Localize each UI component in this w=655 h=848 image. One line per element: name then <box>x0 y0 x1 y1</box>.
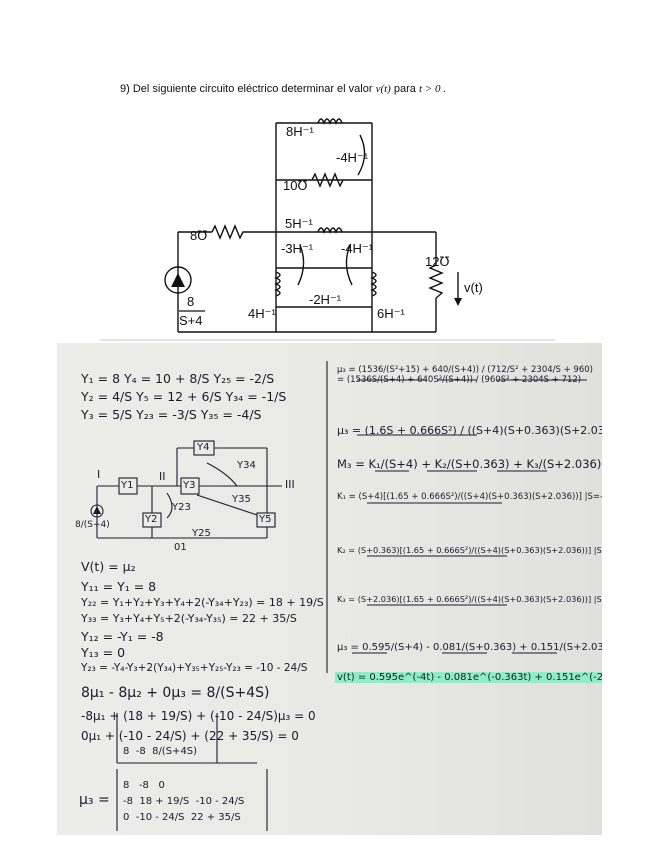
problem-condition: t > 0 . <box>419 83 446 95</box>
net-y5: Y5 <box>259 514 272 525</box>
right-line-3: M₃ = K₁/(S+4) + K₂/(S+0.363) + K₃/(S+2.0… <box>337 457 602 471</box>
problem-text: Del siguiente circuito eléctrico determi… <box>132 83 373 95</box>
left-line-1: V(t) = μ₂ <box>81 559 136 574</box>
net-ground: 01 <box>174 542 187 553</box>
net-y1: Y1 <box>121 480 134 491</box>
label-l-bot-left: 4H⁻¹ <box>248 306 276 321</box>
net-y35: Y35 <box>232 494 251 505</box>
label-l-center: 5H⁻¹ <box>285 216 313 231</box>
label-l-c-left: -3H⁻¹ <box>281 241 314 256</box>
net-y34: Y34 <box>237 460 256 471</box>
right-line-1: μ₃ = (1536/(S²+15) + 640/(S+4)) / (712/S… <box>337 365 593 386</box>
net-node-3: III <box>285 478 295 491</box>
left-line-2: Y₁₁ = Y₁ = 8 <box>81 579 157 594</box>
label-l-c-right: -4H⁻¹ <box>341 241 374 256</box>
net-source: 8/(S+4) <box>75 520 110 530</box>
label-g-left: 8℧ <box>190 228 207 243</box>
final-answer: v(t) = 0.595e^(-4t) - 0.081e^(-0.363t) +… <box>335 672 602 683</box>
net-node-1: I <box>97 468 101 481</box>
label-l-bot-mid: -2H⁻¹ <box>309 292 342 307</box>
right-line-4: K₁ = (S+4)[(1.65 + 0.666S²)/((S+4)(S+0.3… <box>337 492 602 502</box>
label-src-den: S+4 <box>179 313 203 328</box>
det-den-row-2: -8 18 + 19/S -10 - 24/S <box>123 796 245 807</box>
net-y23: Y23 <box>172 502 191 513</box>
problem-number: 9) <box>120 83 130 95</box>
photo-shading <box>57 343 602 835</box>
label-g-right: 12℧ <box>425 254 449 269</box>
problem-statement: 9) Del siguiente circuito eléctrico dete… <box>120 83 446 95</box>
label-l-top: 8H⁻¹ <box>286 124 314 139</box>
admittance-line-2: Y₂ = 4/S Y₅ = 12 + 6/S Y₃₄ = -1/S <box>81 389 287 404</box>
left-line-5: Y₁₂ = -Y₁ = -8 <box>81 629 164 644</box>
right-line-6: K₃ = (S+2.036)[(1.65 + 0.666S²)/((S+4)(S… <box>337 594 602 604</box>
label-l-bot-right: 6H⁻¹ <box>377 306 405 321</box>
left-line-3: Y₂₂ = Y₁+Y₂+Y₃+Y₄+2(-Y₃₄+Y₂₃) = 18 + 19/… <box>81 596 324 609</box>
net-node-2: II <box>159 470 166 483</box>
label-l-mid-right: -4H⁻¹ <box>336 150 369 165</box>
admittance-line-1: Y₁ = 8 Y₄ = 10 + 8/S Y₂₅ = -2/S <box>81 371 275 386</box>
problem-text-middle: para <box>393 83 416 95</box>
solution-sketch <box>90 361 587 831</box>
left-line-9: -8μ₁ + (18 + 19/S) + (-10 - 24/S)μ₃ = 0 <box>81 709 316 723</box>
det-num-row-1: 8 -8 8/(S+4S) <box>123 746 198 757</box>
right-line-2: μ₃ = (1.6S + 0.666S²) / ((S+4)(S+0.363)(… <box>337 424 602 437</box>
determinant-label: μ₃ = <box>79 792 110 808</box>
det-den-row-3: 0 -10 - 24/S 22 + 35/S <box>123 812 241 823</box>
det-den-row-1: 8 -8 0 <box>123 780 165 791</box>
net-y4: Y4 <box>197 442 210 453</box>
circuit-diagram: 8H⁻¹ -4H⁻¹ 10℧ 5H⁻¹ -3H⁻¹ -4H⁻¹ 8℧ 12℧ v… <box>100 118 555 341</box>
problem-symbol: v(t) <box>375 83 391 95</box>
net-y3: Y3 <box>183 480 196 491</box>
net-y2: Y2 <box>145 514 158 525</box>
left-line-10: 0μ₁ + (-10 - 24/S) + (22 + 35/S) = 0 <box>81 729 299 743</box>
right-line-5: K₂ = (S+0.363)[(1.65 + 0.666S²)/((S+4)(S… <box>337 545 602 555</box>
left-line-8: 8μ₁ - 8μ₂ + 0μ₃ = 8/(S+4S) <box>81 685 270 701</box>
label-src-num: 8 <box>187 294 194 309</box>
label-g-mid: 10℧ <box>283 178 307 193</box>
left-line-6: Y₁₃ = 0 <box>81 645 126 660</box>
final-answer-highlight: v(t) = 0.595e^(-4t) - 0.081e^(-0.363t) +… <box>335 672 602 683</box>
net-y25: Y25 <box>192 528 211 539</box>
handwritten-solution-photo: Y₁ = 8 Y₄ = 10 + 8/S Y₂₅ = -2/S Y₂ = 4/S… <box>57 343 602 835</box>
admittance-line-3: Y₃ = 5/S Y₂₃ = -3/S Y₃₅ = -4/S <box>81 407 262 422</box>
left-line-7: Y₂₃ = -Y₄-Y₃+2(Y₃₄)+Y₃₅+Y₂₅-Y₂₃ = -10 - … <box>81 662 308 674</box>
label-v-out: v(t) <box>464 280 483 295</box>
left-line-4: Y₃₃ = Y₃+Y₄+Y₅+2(-Y₃₄-Y₃₅) = 22 + 35/S <box>81 612 297 625</box>
right-line-7: μ₃ = 0.595/(S+4) - 0.081/(S+0.363) + 0.1… <box>337 642 602 653</box>
